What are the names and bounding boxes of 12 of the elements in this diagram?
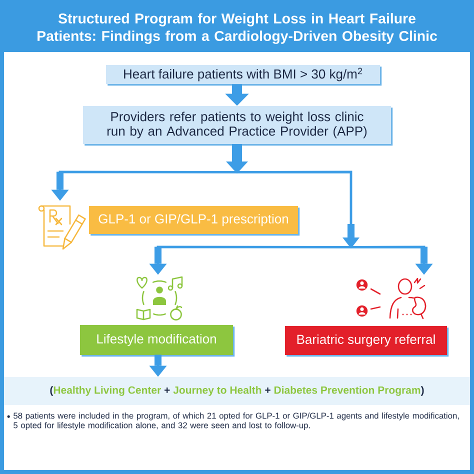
process-box: Heart failure patients with BMI > 30 kg/m$^{2}$ [106, 65, 382, 86]
arrow [237, 170, 360, 248]
title: Structured Program for Weight Loss in Heart Failure Patients: Findings from a Cardiology-Driven Obesity Clinic [38, 13, 437, 44]
patient-stomach-icon [356, 278, 426, 320]
process-box: Lifestyle modification [80, 325, 235, 357]
lifestyle-icon [136, 276, 183, 320]
arrow [226, 144, 248, 174]
process-box: Bariatric surgery referral [285, 326, 449, 357]
process-box: Providers refer patients to weight loss clinic run by an Advanced Practice Provider (APP) [83, 106, 393, 146]
program-band: (Healthy Living Center + Journey to Health + Diabetes Prevention Program) [4, 377, 470, 405]
process-box: GLP-1 or GIP/GLP-1 prescription [89, 206, 300, 236]
prescription-icon [38, 205, 86, 250]
